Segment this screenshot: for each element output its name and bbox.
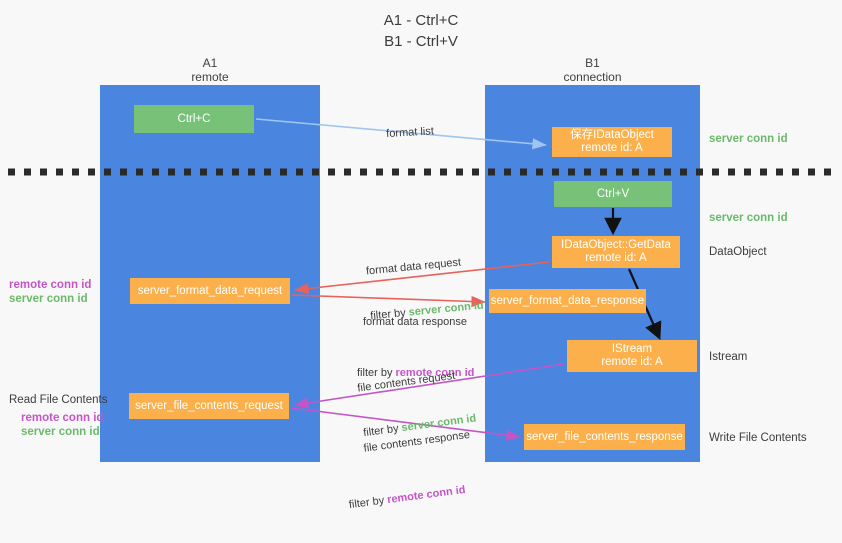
- fdresp-filter-prefix: filter by: [357, 367, 396, 379]
- node-idataobject-getdata[interactable]: IDataObject::GetData remote id: A: [552, 236, 680, 268]
- fcresp-filter-prefix: filter by: [348, 494, 388, 512]
- label-dataobject: DataObject: [709, 246, 767, 258]
- node-istream[interactable]: IStream remote id: A: [567, 340, 697, 372]
- arrow-label-file-contents-response: file contents response filter by remote …: [337, 398, 482, 543]
- label-istream: Istream: [709, 351, 748, 363]
- node-server-file-contents-response[interactable]: server_file_contents_response: [524, 424, 685, 450]
- label-remote-conn-id-file: remote conn id: [21, 412, 104, 424]
- arrow-label-format-list-text: format list: [385, 125, 435, 140]
- label-server-conn-id-file: server conn id: [21, 426, 100, 438]
- fcresp-filter-value: remote conn id: [386, 483, 467, 507]
- arrow-label-fdreq-title: format data request: [365, 256, 462, 278]
- arrow-label-format-list: format list: [373, 109, 435, 157]
- arrow-label-fdresp-title: format data response: [363, 316, 467, 328]
- node-server-format-data-request[interactable]: server_format_data_request: [130, 278, 290, 304]
- label-server-conn-id-mid: server conn id: [709, 212, 788, 224]
- arrow-label-format-data-response: format data response filter by remote co…: [357, 285, 474, 411]
- arrow-label-fcresp-title: file contents response: [362, 428, 471, 455]
- lane-header-b1: B1 connection: [563, 56, 622, 84]
- node-ctrl-c[interactable]: Ctrl+C: [134, 105, 254, 133]
- label-write-file-contents: Write File Contents: [709, 432, 807, 444]
- arrow-label-fdresp-filter: filter by remote conn id: [357, 366, 474, 381]
- diagram-title: A1 - Ctrl+C B1 - Ctrl+V: [383, 12, 459, 50]
- diagram-canvas: A1 - Ctrl+C B1 - Ctrl+V A1 remote B1 con…: [8, 12, 834, 512]
- lane-header-a1: A1 remote: [191, 56, 229, 84]
- node-server-file-contents-request[interactable]: server_file_contents_request: [129, 393, 289, 419]
- label-conn-id-group-file: Read File Contents remote conn id server…: [9, 393, 107, 439]
- arrow-label-fcreq-title: file contents request: [356, 369, 456, 395]
- label-conn-id-group-format: remote conn id server conn id: [9, 278, 91, 306]
- label-server-conn-id-format: server conn id: [9, 293, 88, 305]
- label-remote-conn-id-format: remote conn id: [9, 279, 92, 291]
- node-ctrl-v[interactable]: Ctrl+V: [554, 181, 672, 207]
- label-read-file-contents: Read File Contents: [9, 394, 108, 406]
- label-server-conn-id-top: server conn id: [709, 133, 788, 145]
- arrow-label-fcresp-filter: filter by remote conn id: [348, 481, 478, 513]
- node-save-idataobject[interactable]: 保存IDataObject remote id: A: [552, 127, 672, 157]
- node-server-format-data-response[interactable]: server_format_data_response: [489, 289, 646, 313]
- fdresp-filter-value: remote conn id: [395, 367, 475, 379]
